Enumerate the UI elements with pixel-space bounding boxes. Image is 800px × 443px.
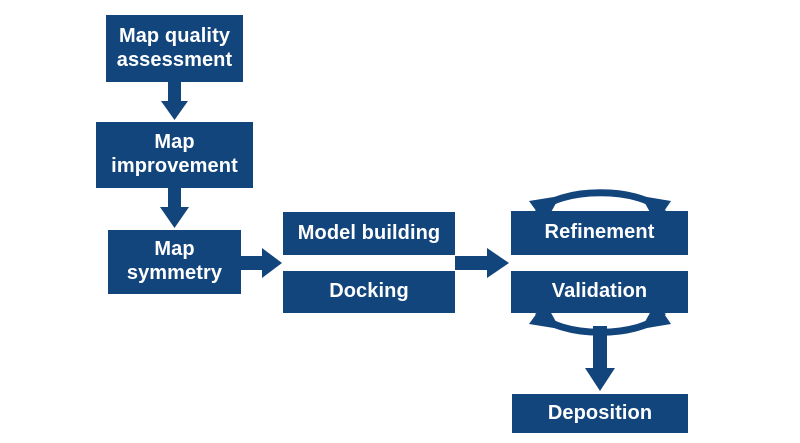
node-docking[interactable]: Docking: [283, 271, 455, 313]
arrow-cycle-to-deposition: [585, 326, 615, 391]
node-map-symmetry[interactable]: Map symmetry: [108, 230, 241, 294]
node-refinement[interactable]: Refinement: [511, 211, 688, 255]
arrow-model-docking-to-refinement-validation: [455, 248, 509, 278]
arrow-map-quality-to-map-improvement: [161, 82, 188, 120]
node-model-building[interactable]: Model building: [283, 212, 455, 255]
arrow-map-symmetry-to-model-docking: [241, 248, 282, 278]
node-map-quality-assessment[interactable]: Map quality assessment: [106, 15, 243, 82]
arrow-map-improvement-to-map-symmetry: [160, 188, 189, 228]
node-validation[interactable]: Validation: [511, 271, 688, 313]
node-map-improvement[interactable]: Map improvement: [96, 122, 253, 188]
node-deposition[interactable]: Deposition: [512, 394, 688, 433]
